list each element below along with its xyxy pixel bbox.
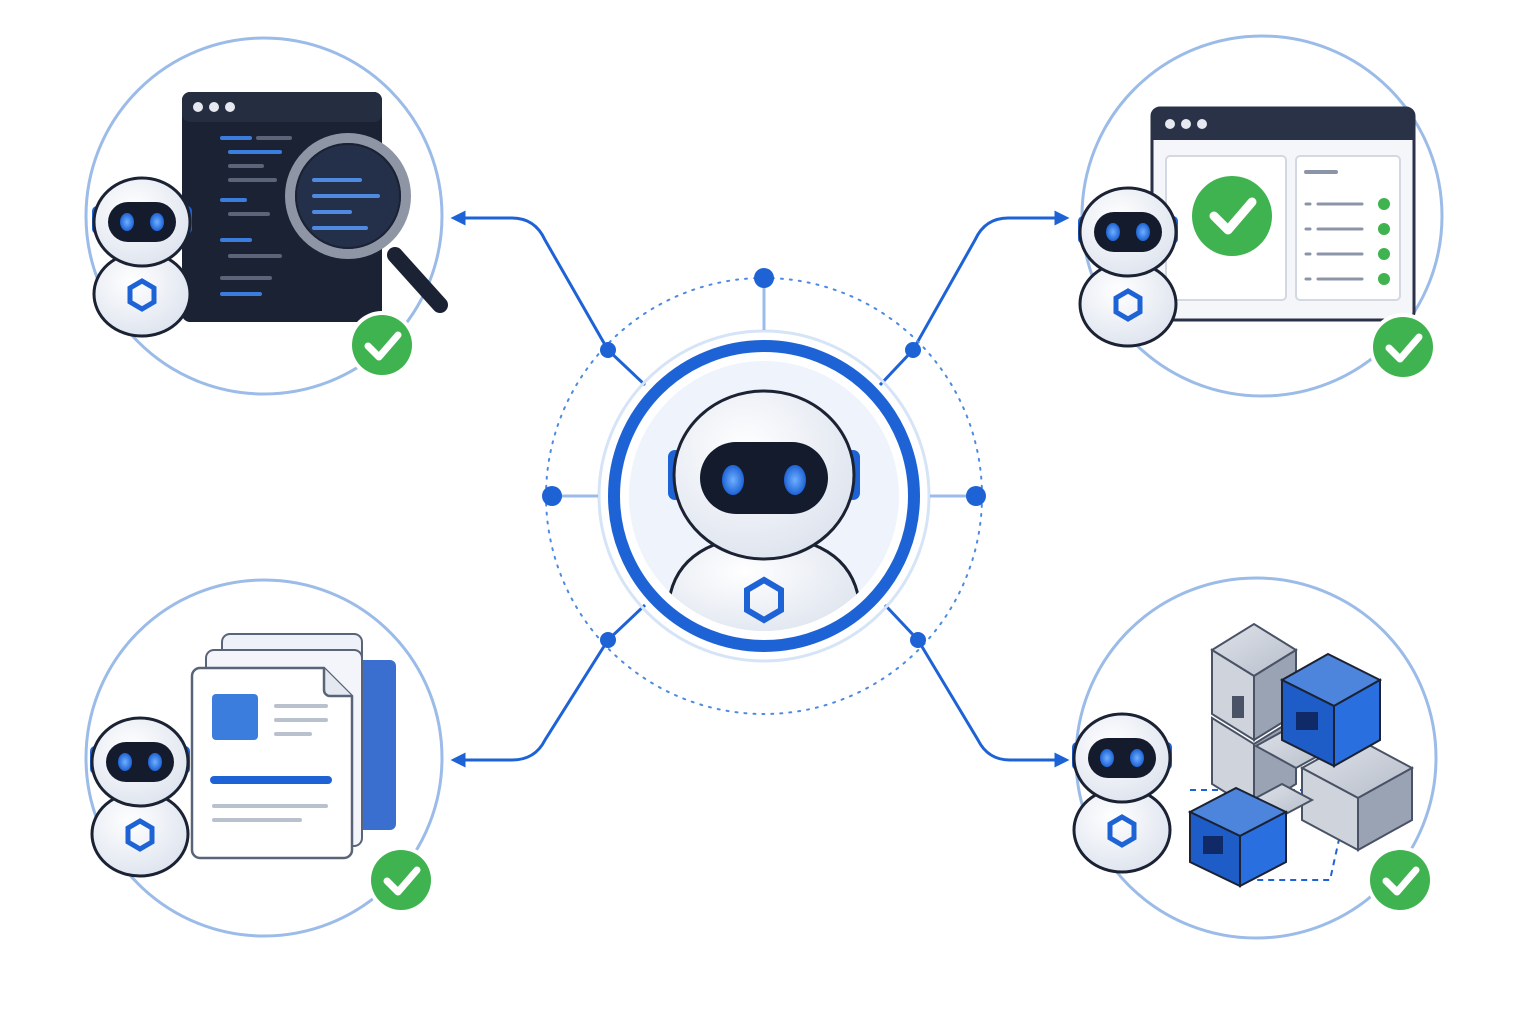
connector-bottom-right bbox=[883, 603, 1070, 768]
code-editor-with-magnifier-icon bbox=[182, 92, 448, 322]
orbit-node bbox=[910, 632, 926, 648]
hexagon-icon bbox=[744, 576, 784, 624]
browser-checklist-icon bbox=[1150, 106, 1416, 322]
connector-bottom-left bbox=[450, 603, 647, 768]
orbit-node bbox=[600, 632, 616, 648]
check-badge-icon bbox=[367, 846, 435, 914]
orbit-node bbox=[905, 342, 921, 358]
task-node-module-assembly bbox=[1072, 576, 1438, 940]
connector-top-right bbox=[878, 210, 1070, 387]
orbit-nodes bbox=[542, 268, 986, 648]
orbit-node bbox=[754, 268, 774, 288]
task-node-code-review bbox=[84, 36, 448, 396]
connector-top-left bbox=[450, 210, 647, 387]
document-stack-icon bbox=[190, 633, 396, 860]
orbit-node bbox=[966, 486, 986, 506]
task-node-document-processing bbox=[84, 578, 444, 938]
check-badge-icon bbox=[1366, 846, 1434, 914]
central-agent-hub bbox=[542, 268, 986, 715]
check-badge-icon bbox=[348, 311, 416, 379]
task-node-ui-testing bbox=[1078, 34, 1444, 398]
orbit-node bbox=[542, 486, 562, 506]
block-cubes-icon bbox=[1187, 622, 1415, 888]
central-robot-icon bbox=[666, 389, 862, 631]
orbit-node bbox=[600, 342, 616, 358]
check-badge-icon bbox=[1369, 313, 1437, 381]
connector-lines bbox=[450, 210, 1070, 768]
